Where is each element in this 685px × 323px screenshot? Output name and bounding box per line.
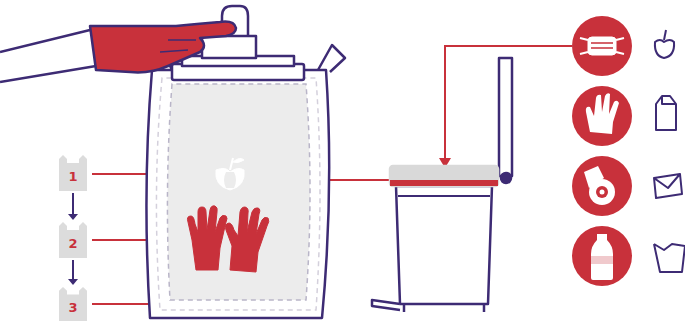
bag-step: 1: [58, 155, 88, 191]
bag-step: 2: [58, 222, 88, 258]
step-arrow: [68, 193, 78, 220]
pedal-bin: [372, 58, 512, 312]
red-gloves: [187, 206, 268, 272]
bag-step: 3: [58, 287, 88, 321]
category-icons: [572, 16, 632, 286]
outer-sack: [140, 45, 345, 318]
callout-number: 3: [58, 300, 88, 315]
step-arrow: [68, 260, 78, 285]
apple-core: [216, 158, 244, 190]
callout-number: 1: [58, 169, 88, 184]
callout-number: 2: [58, 236, 88, 251]
gloved-hand: [0, 22, 236, 82]
outline-icons: [654, 30, 685, 272]
inner-bag-dashed: [167, 84, 310, 300]
